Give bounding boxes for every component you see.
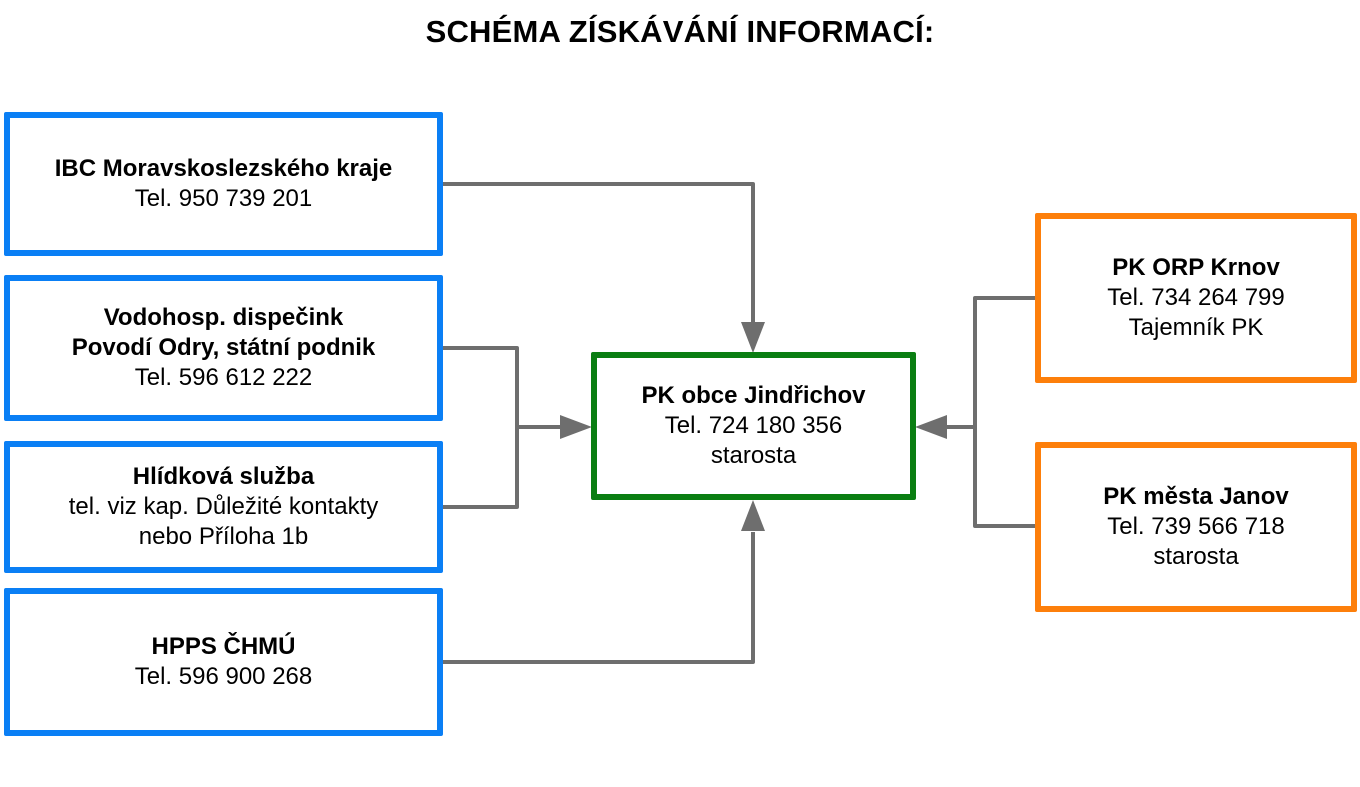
node-role: starosta bbox=[1153, 543, 1239, 570]
node-name: HPPS ČHMÚ bbox=[151, 633, 296, 660]
node-name-line-2: Povodí Odry, státní podnik bbox=[71, 334, 376, 361]
node-name: Hlídková služba bbox=[132, 463, 315, 490]
connector-peers-bracket bbox=[973, 296, 1037, 528]
node-pk-orp-krnov: PK ORP Krnov Tel. 734 264 799 Tajemník P… bbox=[1035, 213, 1357, 383]
node-ibc-moravskoslezskeho-kraje: IBC Moravskoslezského kraje Tel. 950 739… bbox=[4, 112, 443, 256]
node-hpps-chmu: HPPS ČHMÚ Tel. 596 900 268 bbox=[4, 588, 443, 736]
connector-hpps-to-center bbox=[441, 532, 755, 664]
node-detail: tel. viz kap. Důležité kontakty bbox=[68, 493, 379, 520]
node-detail-line-2: nebo Příloha 1b bbox=[138, 523, 309, 550]
node-phone: Tel. 724 180 356 bbox=[664, 412, 843, 439]
node-name: IBC Moravskoslezského kraje bbox=[54, 155, 393, 182]
node-name: PK ORP Krnov bbox=[1112, 254, 1280, 281]
connector-vodohosp-bracket bbox=[441, 346, 519, 509]
arrowhead-top bbox=[741, 322, 765, 353]
node-pk-obce-jindrichov: PK obce Jindřichov Tel. 724 180 356 star… bbox=[591, 352, 916, 500]
connector-ibc-to-center bbox=[441, 182, 755, 328]
node-phone: Tel. 950 739 201 bbox=[134, 185, 313, 212]
node-pk-mesta-janov: PK města Janov Tel. 739 566 718 starosta bbox=[1035, 442, 1357, 612]
node-phone: Tel. 596 612 222 bbox=[134, 364, 313, 391]
node-phone: Tel. 596 900 268 bbox=[134, 663, 313, 690]
node-vodohosp-dispecink: Vodohosp. dispečink Povodí Odry, státní … bbox=[4, 275, 443, 421]
arrowhead-right bbox=[915, 415, 947, 439]
node-name: PK obce Jindřichov bbox=[641, 382, 866, 409]
node-phone: Tel. 734 264 799 bbox=[1107, 284, 1285, 311]
node-role: starosta bbox=[710, 442, 797, 469]
node-name: Vodohosp. dispečink bbox=[103, 304, 344, 331]
node-role: Tajemník PK bbox=[1128, 314, 1264, 341]
node-hlidkova-sluzba: Hlídková služba tel. viz kap. Důležité k… bbox=[4, 441, 443, 573]
diagram-title: SCHÉMA ZÍSKÁVÁNÍ INFORMACÍ: bbox=[425, 14, 935, 49]
arrowhead-bottom bbox=[741, 500, 765, 531]
node-phone: Tel. 739 566 718 bbox=[1107, 513, 1285, 540]
arrowhead-left bbox=[560, 415, 592, 439]
node-name: PK města Janov bbox=[1103, 483, 1289, 510]
